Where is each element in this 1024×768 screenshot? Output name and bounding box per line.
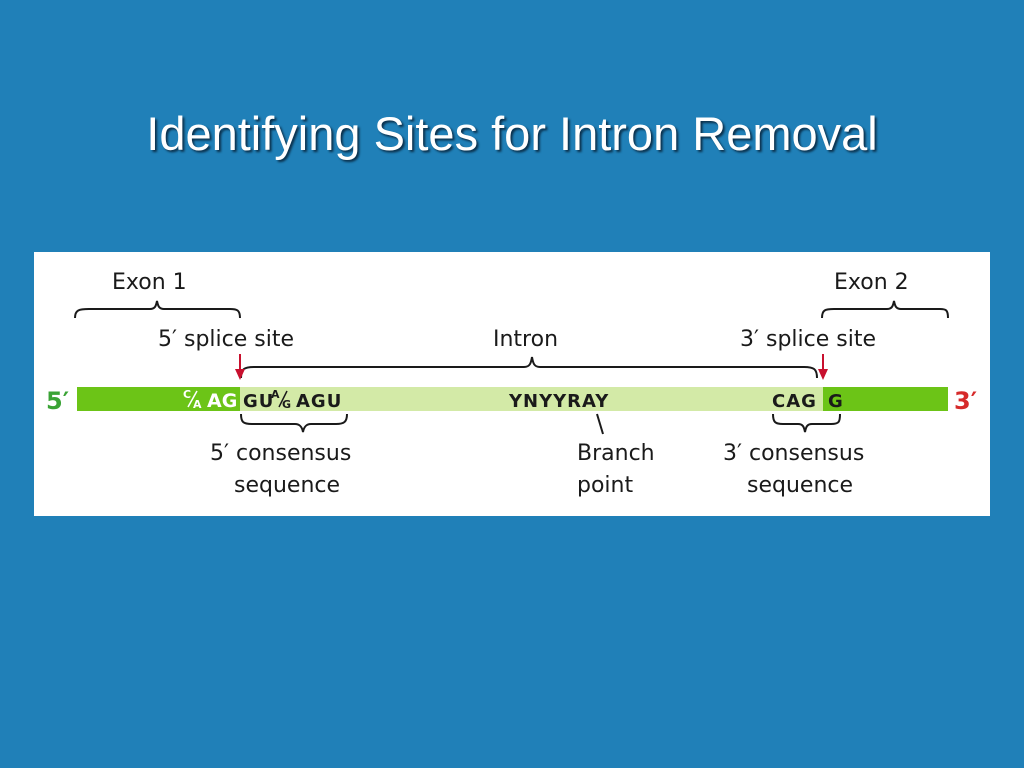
three-prime-end-label: 3′ (954, 387, 977, 415)
splice-diagram-svg: Exon 1 Exon 2 5′ splice site 3′ splice s… (46, 270, 977, 498)
five-seq-a: A (271, 388, 280, 401)
three-prime-consensus-label-line1: 3′ consensus (723, 441, 864, 466)
three-prime-splice-site-label: 3′ splice site (740, 327, 876, 352)
three-prime-consensus-label-line2: sequence (747, 473, 853, 498)
three-prime-splice-arrow (818, 354, 828, 380)
branch-sequence: YNYYRAY (508, 391, 609, 412)
five-prime-consensus-sequence: GU A G AGU (243, 388, 342, 412)
intron-label: Intron (493, 327, 558, 352)
five-prime-consensus-brace (240, 413, 348, 433)
exon1-seq-c: C (183, 388, 191, 401)
five-prime-splice-arrow (235, 354, 245, 380)
five-prime-end-label: 5′ (46, 387, 69, 415)
exon2-sequence: G (828, 391, 844, 412)
five-prime-consensus-label-line2: sequence (234, 473, 340, 498)
five-seq-g: G (282, 398, 291, 411)
exon1-seq-ag: AG (207, 390, 237, 412)
intron-segment (240, 387, 823, 411)
exon2-label: Exon 2 (834, 270, 909, 295)
slide-title: Identifying Sites for Intron Removal (146, 107, 878, 160)
splice-site-diagram: Exon 1 Exon 2 5′ splice site 3′ splice s… (34, 252, 990, 516)
five-prime-consensus-label-line1: 5′ consensus (210, 441, 351, 466)
branch-point-pointer (596, 413, 604, 435)
exon1-label: Exon 1 (112, 270, 187, 295)
exon1-segment (77, 387, 240, 411)
exon1-sequence: C A AG (183, 388, 237, 412)
five-seq-agu: AGU (296, 391, 342, 412)
branch-point-label-line1: Branch (577, 441, 655, 466)
intron-brace (240, 356, 818, 379)
exon1-seq-a: A (193, 398, 202, 411)
three-prime-consensus-sequence: CAG (772, 391, 817, 412)
three-prime-consensus-brace (772, 413, 841, 433)
exon2-segment (823, 387, 948, 411)
exon2-brace (821, 300, 949, 319)
five-seq-gu: GU (243, 391, 274, 412)
five-prime-splice-site-label: 5′ splice site (158, 327, 294, 352)
exon1-brace (74, 300, 241, 319)
branch-point-label-line2: point (577, 473, 633, 498)
